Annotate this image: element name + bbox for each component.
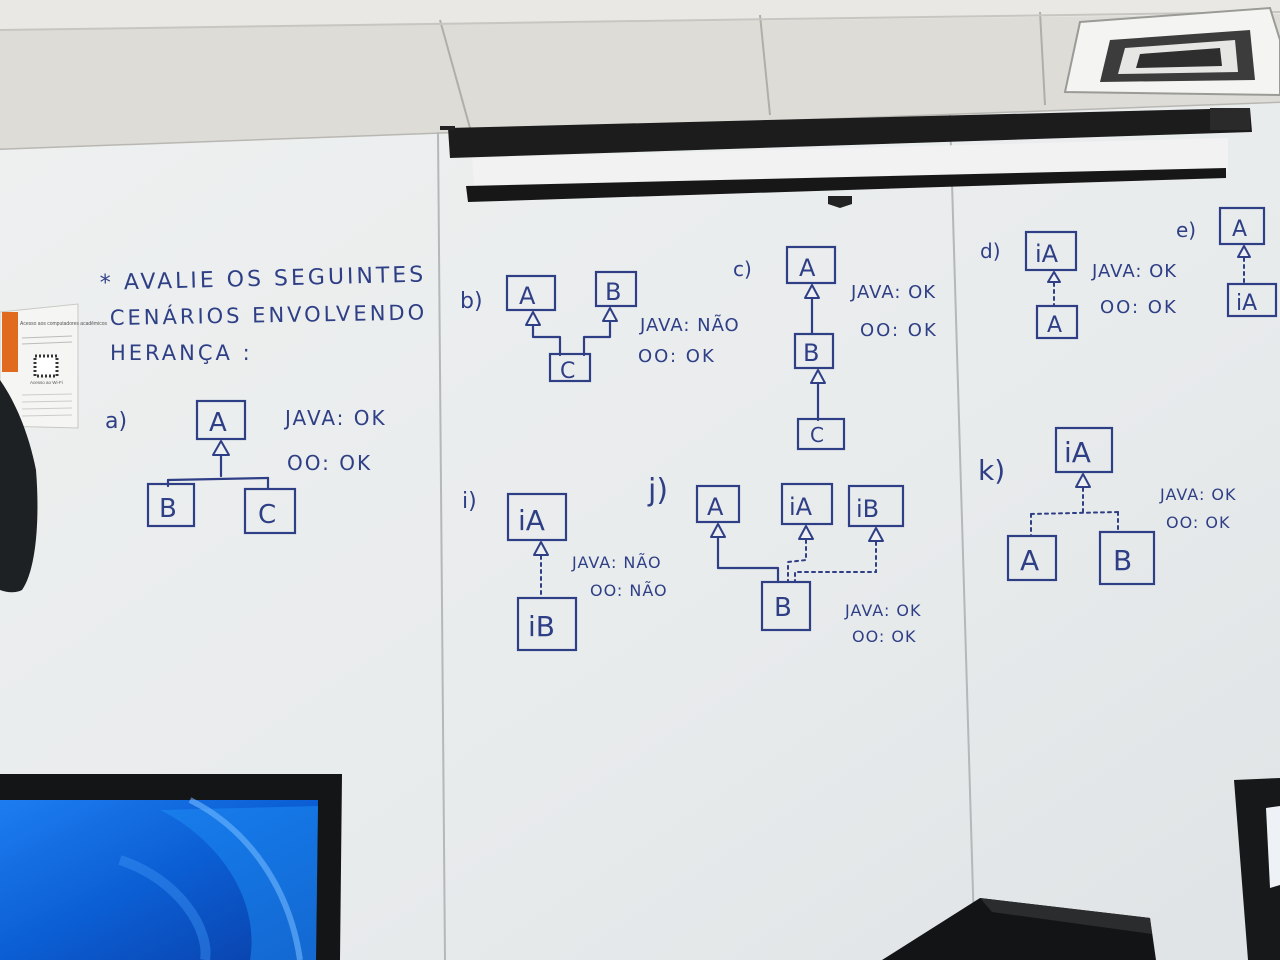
scenario-b: b) A B C JAVA: NÃO OO: OK — [460, 270, 740, 384]
scenario-b-java: JAVA: NÃO — [639, 314, 740, 336]
box-j-iB: iB — [856, 495, 879, 523]
scenario-j-oo: OO: OK — [852, 627, 916, 646]
scenario-b-oo: OO: OK — [638, 346, 716, 367]
box-b-B: B — [605, 278, 621, 306]
scenario-c-label: c) — [733, 257, 752, 281]
scenario-c: c) A B C JAVA: OK OO: OK — [733, 245, 938, 451]
sign-title: Acesso aos computadores acadêmicos — [20, 321, 107, 327]
scenario-a-oo: OO: OK — [287, 451, 372, 475]
scenario-i-java: JAVA: NÃO — [571, 553, 662, 572]
box-k-iA: iA — [1064, 436, 1091, 469]
box-b-C: C — [560, 359, 575, 384]
scenario-d-oo: OO: OK — [1100, 297, 1178, 318]
scenario-d-java: JAVA: OK — [1091, 261, 1177, 282]
monitor-left — [0, 774, 342, 960]
scenario-k-oo: OO: OK — [1166, 513, 1230, 532]
box-d-iA: iA — [1035, 240, 1059, 268]
scenario-c-java: JAVA: OK — [850, 282, 936, 303]
dark-cloth — [0, 380, 38, 593]
box-a-C: C — [258, 500, 276, 530]
ceiling — [0, 0, 1280, 152]
box-i-iA: iA — [518, 504, 545, 537]
box-j-iA: iA — [789, 493, 813, 521]
scenario-a: a) A B C JAVA: OK OO: OK — [105, 399, 387, 535]
box-k-A: A — [1020, 544, 1039, 577]
scenario-d: d) iA A JAVA: OK OO: OK — [980, 230, 1178, 340]
box-j-B: B — [774, 593, 792, 623]
box-c-B: B — [803, 339, 819, 367]
whiteboard — [0, 103, 1280, 960]
scenario-j-label: j) — [647, 473, 668, 508]
scenario-a-java: JAVA: OK — [283, 406, 387, 430]
scenario-k: k) iA A B JAVA: OK OO: OK — [978, 426, 1237, 586]
sign-wifi: Acesso ao Wi-Fi — [30, 380, 63, 385]
air-vent — [1063, 6, 1280, 97]
box-i-iB: iB — [528, 610, 555, 643]
projector-screen-roll — [440, 108, 1252, 208]
info-sign: Acesso aos computadores acadêmicos Acess… — [0, 303, 107, 429]
monitor-right — [1234, 778, 1280, 960]
scenario-e: e) A iA — [1176, 206, 1278, 318]
box-b-A: A — [519, 282, 536, 310]
box-c-C: C — [810, 423, 824, 447]
scenario-b-label: b) — [460, 289, 483, 314]
box-e-iA: iA — [1236, 291, 1257, 316]
intro-line-2: CENÁRIOS ENVOLVENDO — [110, 299, 428, 330]
dark-object-foreground — [882, 898, 1156, 960]
box-k-B: B — [1113, 544, 1132, 577]
box-j-A: A — [707, 493, 724, 521]
scenario-j-java: JAVA: OK — [844, 601, 922, 620]
box-c-A: A — [799, 254, 816, 282]
scenario-j: j) A iA iB B JAVA: OK OO: OK — [647, 473, 922, 646]
intro-line-3: HERANÇA : — [110, 341, 253, 365]
box-e-A: A — [1232, 217, 1247, 242]
scenario-a-label: a) — [105, 409, 127, 434]
scenario-k-label: k) — [978, 454, 1005, 487]
box-a-B: B — [159, 494, 177, 524]
scenario-i-oo: OO: NÃO — [590, 581, 668, 600]
box-d-A: A — [1047, 313, 1062, 338]
scenario-k-java: JAVA: OK — [1159, 485, 1237, 504]
scenario-d-label: d) — [980, 239, 1001, 263]
qr-code-icon — [33, 354, 59, 378]
scenario-i: i) iA iB JAVA: NÃO OO: NÃO — [462, 489, 668, 652]
scenario-i-label: i) — [462, 489, 477, 514]
intro-heading: * AVALIE OS SEGUINTES CENÁRIOS ENVOLVEND… — [100, 262, 428, 365]
scenario-e-label: e) — [1176, 218, 1196, 242]
box-a-A: A — [209, 408, 227, 438]
scenario-c-oo: OO: OK — [860, 320, 938, 341]
